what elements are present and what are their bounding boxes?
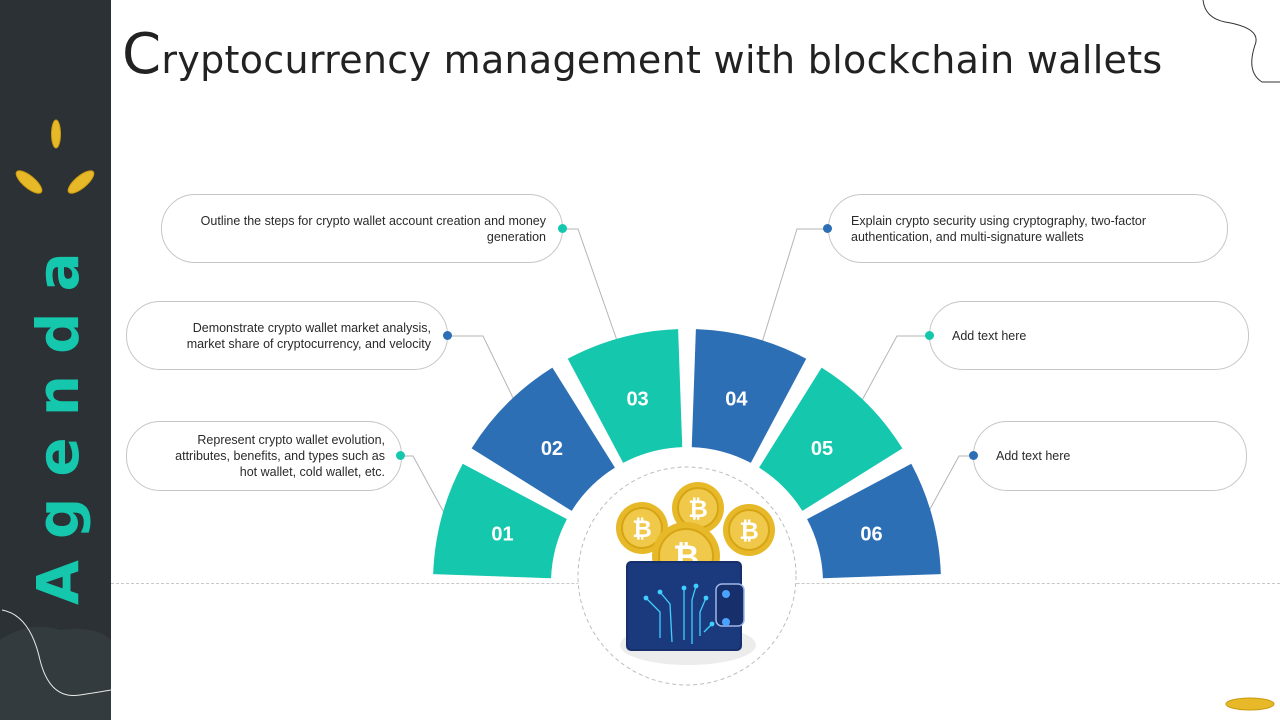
agenda-item-04: Explain crypto security using cryptograp… — [828, 194, 1228, 263]
item-05-dot — [925, 331, 934, 340]
segment-number-05: 05 — [811, 438, 833, 460]
item-02-dot — [443, 331, 452, 340]
segment-02 — [471, 367, 615, 511]
segment-number-02: 02 — [541, 438, 563, 460]
agenda-item-03: Outline the steps for crypto wallet acco… — [161, 194, 563, 263]
segment-03 — [567, 329, 683, 463]
connector-06 — [923, 455, 974, 521]
segment-number-01: 01 — [491, 524, 513, 546]
agenda-item-02-text: Demonstrate crypto wallet market analysi… — [186, 320, 431, 351]
item-03-dot — [558, 224, 567, 233]
bitcoin-coins-icon: ₿ ₿ ₿ ₿ — [616, 482, 775, 590]
arc-segments — [433, 329, 941, 579]
connector-04 — [759, 228, 828, 350]
page-title: Cryptocurrency management with blockchai… — [122, 22, 1163, 87]
agenda-item-01: Represent crypto wallet evolution, attri… — [126, 421, 402, 491]
item-06-dot — [969, 451, 978, 460]
connector-05 — [859, 335, 930, 405]
segment-number-06: 06 — [860, 524, 882, 546]
agenda-item-03-text: Outline the steps for crypto wallet acco… — [200, 213, 546, 244]
sidebar-decoration — [0, 119, 111, 720]
segment-04 — [691, 329, 807, 463]
agenda-item-05: Add text here — [929, 301, 1249, 370]
agenda-item-06-text: Add text here — [996, 449, 1071, 463]
svg-text:₿: ₿ — [739, 517, 759, 545]
title-text: ryptocurrency management with blockchain… — [161, 38, 1163, 82]
segment-number-03: 03 — [626, 389, 648, 411]
agenda-item-02: Demonstrate crypto wallet market analysi… — [126, 301, 448, 370]
agenda-item-04-text: Explain crypto security using cryptograp… — [851, 213, 1147, 244]
connector-03 — [563, 228, 621, 350]
item-01-dot — [396, 451, 405, 460]
connector-01 — [401, 455, 449, 521]
agenda-item-06: Add text here — [973, 421, 1247, 491]
agenda-item-05-text: Add text here — [952, 328, 1027, 343]
segment-number-04: 04 — [725, 389, 748, 411]
agenda-item-01-text: Represent crypto wallet evolution, attri… — [175, 433, 385, 479]
svg-text:₿: ₿ — [688, 495, 708, 523]
svg-text:₿: ₿ — [632, 515, 652, 543]
segment-05 — [759, 367, 903, 511]
sidebar: Agenda — [0, 0, 111, 720]
segment-01 — [433, 463, 567, 579]
segment-06 — [807, 463, 941, 579]
title-initial: C — [122, 22, 162, 87]
wallet-icon — [626, 561, 745, 651]
connector-02 — [447, 335, 517, 405]
falling-coins-icon — [15, 119, 95, 194]
item-04-dot — [823, 224, 832, 233]
segment-labels: 01 02 03 04 05 06 — [491, 389, 882, 546]
